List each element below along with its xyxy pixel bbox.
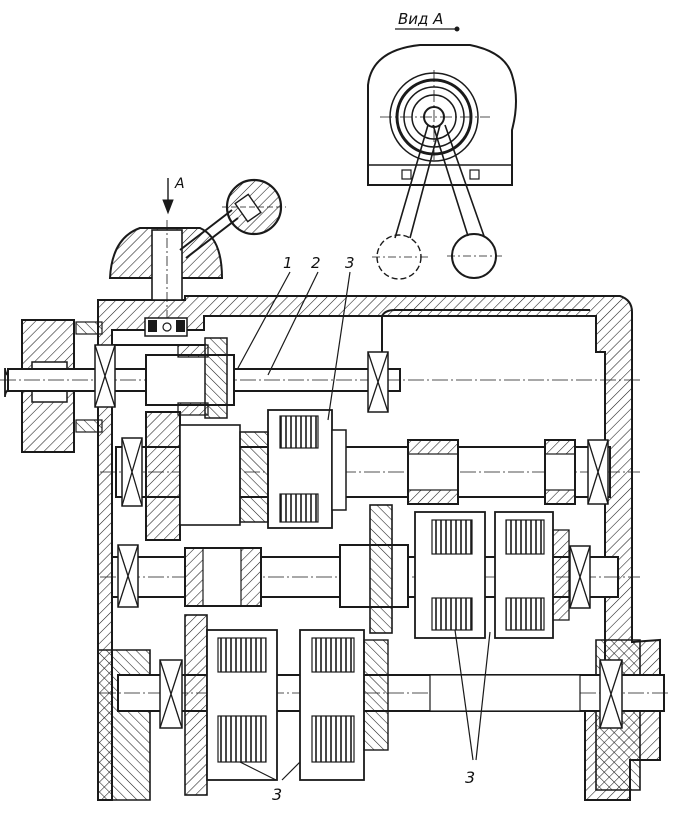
- callout-2-label: 2: [311, 254, 321, 272]
- shaft-3: [100, 504, 640, 639]
- output-shaft: [100, 614, 670, 796]
- callout-1-label: 1: [283, 254, 293, 272]
- callout-3-label: 3: [345, 254, 355, 272]
- shaft-2: [100, 409, 640, 541]
- input-shaft: [0, 337, 640, 419]
- view-a: Вид А: [367, 10, 517, 280]
- callouts: 1 2 3 3 3: [237, 254, 491, 804]
- callout-3b-label: 3: [465, 768, 475, 787]
- control-lever-assembly: [108, 178, 286, 337]
- callout-3c-label: 3: [272, 785, 282, 804]
- view-direction-arrow: А: [162, 176, 185, 215]
- direction-letter: А: [174, 176, 185, 192]
- view-a-title: Вид А: [398, 10, 443, 28]
